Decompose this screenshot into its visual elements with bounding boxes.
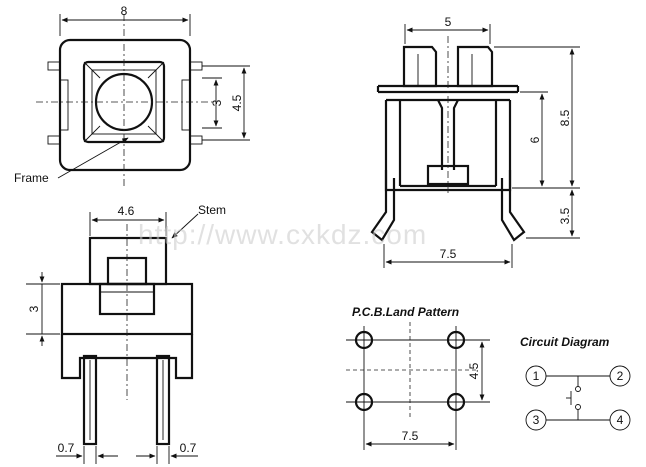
pcb-title: P.C.B.Land Pattern bbox=[352, 305, 459, 319]
top-view-left-tab bbox=[59, 79, 69, 131]
pcb-pad-4 bbox=[446, 392, 466, 412]
watermark-text: http://www.cxkdz.com bbox=[138, 219, 427, 250]
side-lead-dim: 3.5 bbox=[558, 207, 572, 224]
pcb-pad-2 bbox=[446, 330, 466, 350]
side-body-dim: 6 bbox=[528, 136, 542, 143]
circuit-pin-1 bbox=[525, 365, 547, 387]
side-pitch-dim: 5 bbox=[445, 15, 452, 29]
stem-label: Stem bbox=[198, 203, 226, 217]
top-height-dim: 4.5 bbox=[230, 94, 244, 111]
pcb-h-dim: 7.5 bbox=[402, 429, 419, 443]
top-view-pin-3 bbox=[47, 135, 61, 145]
top-view-pin-2 bbox=[189, 61, 203, 71]
top-inner-dim: 3 bbox=[210, 99, 224, 106]
side-pin-right bbox=[456, 45, 494, 88]
top-view-right-tab bbox=[181, 79, 191, 131]
top-view-body bbox=[58, 38, 192, 172]
front-view: 4.6 Stem 3 0.7 0.7 bbox=[26, 203, 226, 464]
side-pin-left bbox=[402, 45, 438, 88]
front-stem-height-dim: 3 bbox=[27, 305, 41, 312]
side-span-dim: 7.5 bbox=[440, 247, 457, 261]
circuit-pin-1-label: 1 bbox=[533, 369, 540, 383]
side-view: 5 8.5 6 3.5 7.5 bbox=[370, 15, 580, 268]
circuit-pin-2-label: 2 bbox=[617, 369, 624, 383]
top-width-dim: 8 bbox=[121, 4, 128, 18]
side-leg-left bbox=[370, 170, 396, 242]
pin-left-width-dim: 0.7 bbox=[58, 441, 75, 455]
circuit-pin-3-label: 3 bbox=[533, 413, 540, 427]
front-body-lower bbox=[60, 334, 194, 380]
pin-right-width-dim: 0.7 bbox=[180, 441, 197, 455]
front-stem-width-dim: 4.6 bbox=[118, 204, 135, 218]
circuit-pin-4-label: 4 bbox=[617, 413, 624, 427]
circuit-pin-4 bbox=[609, 409, 631, 431]
pcb-pad-1 bbox=[354, 330, 374, 350]
pcb-v-dim: 4.5 bbox=[467, 362, 481, 379]
circuit-title: Circuit Diagram bbox=[520, 335, 610, 349]
side-leg-right bbox=[500, 170, 526, 242]
front-leg-right bbox=[155, 354, 171, 446]
top-view-pin-1 bbox=[47, 61, 61, 71]
circuit-pin-2 bbox=[609, 365, 631, 387]
front-leg-left bbox=[82, 354, 98, 446]
top-view-pin-4 bbox=[189, 135, 203, 145]
side-height-dim: 8.5 bbox=[558, 109, 572, 126]
pcb-land-pattern: P.C.B.Land Pattern 4.5 7.5 bbox=[346, 305, 490, 450]
frame-label: Frame bbox=[14, 171, 49, 185]
pcb-pad-3 bbox=[354, 392, 374, 412]
circuit-pin-3 bbox=[525, 409, 547, 431]
circuit-diagram: Circuit Diagram 1 2 3 4 bbox=[520, 335, 631, 431]
top-view: 8 3 4.5 Frame bbox=[14, 4, 250, 186]
